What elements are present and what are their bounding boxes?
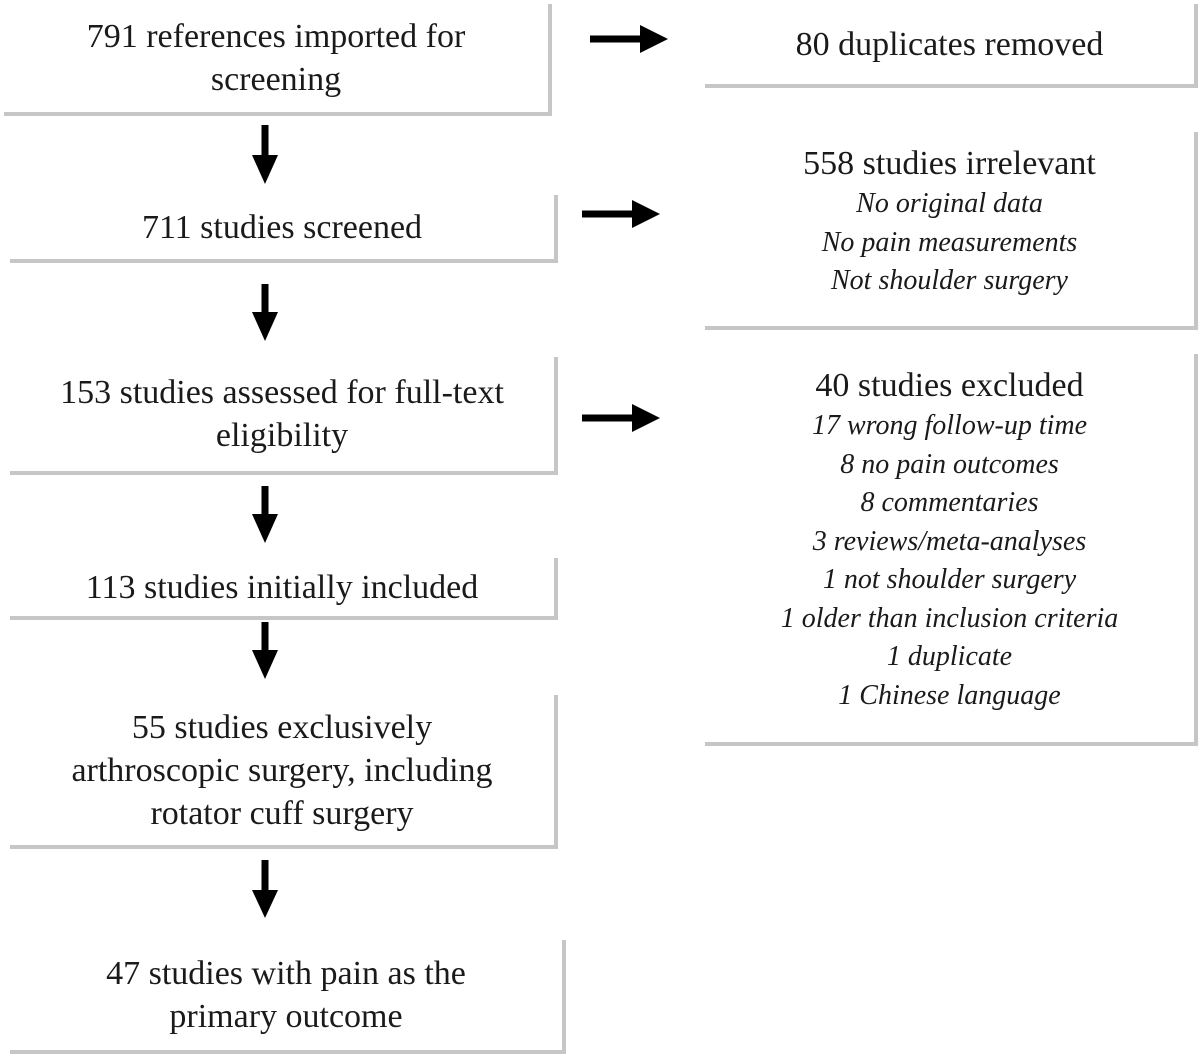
exclusion-reason: 8 commentaries xyxy=(860,487,1039,518)
exclusion-reason: 1 not shoulder surgery xyxy=(822,564,1077,595)
arrow-right-icon xyxy=(582,404,660,432)
step-text: 791 references imported for screening xyxy=(86,18,466,98)
exclusion-reason: 8 no pain outcomes xyxy=(840,448,1059,480)
arrow-down-icon xyxy=(252,284,278,341)
step-box-arthroscopic: 55 studies exclusively arthroscopic surg… xyxy=(10,695,558,849)
step-box-pain-primary: 47 studies with pain as the primary outc… xyxy=(10,940,566,1054)
exclusion-box-excluded: 40 studies excluded 17 wrong follow-up t… xyxy=(705,354,1198,746)
exclusion-reasons-list: 17 wrong follow-up time 8 no pain outcom… xyxy=(781,407,1119,715)
exclusion-reason: 1 duplicate xyxy=(886,641,1013,672)
exclusion-reason: 1 older than inclusion criteria xyxy=(780,602,1119,634)
exclusion-reason: 3 reviews/meta-analyses xyxy=(812,525,1087,557)
exclusion-reason: No original data xyxy=(856,188,1043,219)
step-text: 153 studies assessed for full-text eligi… xyxy=(60,374,504,454)
step-box-full-text: 153 studies assessed for full-text eligi… xyxy=(10,357,558,475)
exclusion-reason: 1 Chinese language xyxy=(838,679,1061,711)
exclusion-title: 558 studies irrelevant xyxy=(803,145,1096,182)
arrow-down-icon xyxy=(252,622,278,679)
arrow-down-icon xyxy=(252,860,278,918)
step-text: 47 studies with pain as the primary outc… xyxy=(106,955,466,1035)
arrow-down-icon xyxy=(252,125,278,184)
step-box-imported: 791 references imported for screening xyxy=(4,4,552,116)
step-box-initially-included: 113 studies initially included xyxy=(10,558,558,620)
arrow-down-icon xyxy=(252,486,278,543)
step-text: 113 studies initially included xyxy=(85,568,479,606)
step-box-screened: 711 studies screened xyxy=(10,195,558,263)
arrow-right-icon xyxy=(590,25,668,53)
exclusion-reason: Not shoulder surgery xyxy=(831,265,1068,296)
exclusion-title: 80 duplicates removed xyxy=(795,25,1104,63)
exclusion-reasons-list: No original data No pain measurements No… xyxy=(822,185,1078,301)
exclusion-reason: No pain measurements xyxy=(821,226,1078,258)
exclusion-box-irrelevant: 558 studies irrelevant No original data … xyxy=(705,132,1198,330)
exclusion-reason: 17 wrong follow-up time xyxy=(811,410,1088,441)
step-text: 55 studies exclusively arthroscopic surg… xyxy=(71,708,493,832)
exclusion-box-duplicates: 80 duplicates removed xyxy=(705,4,1198,88)
exclusion-title: 40 studies excluded xyxy=(815,367,1084,404)
arrow-right-icon xyxy=(582,200,660,228)
step-text: 711 studies screened xyxy=(141,208,423,246)
